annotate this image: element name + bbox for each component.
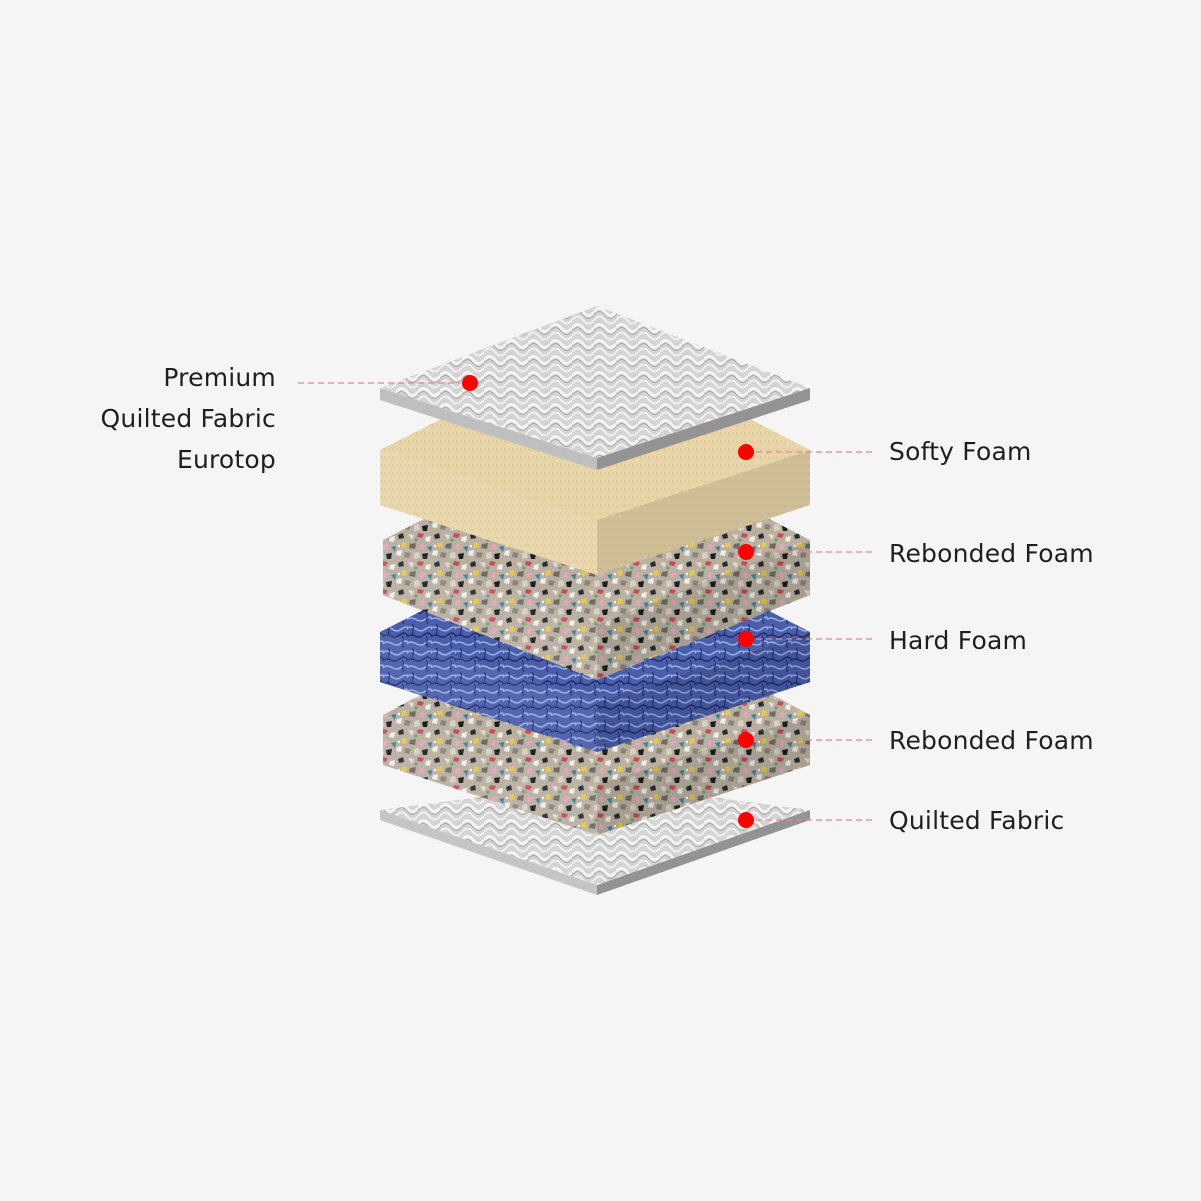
slab-left-face [380,450,597,575]
label-premium-quilted-fabric-eurotop: Premium Quilted Fabric Eurotop [101,357,276,480]
slab-left-face [383,540,597,680]
slab-right-face [597,810,810,895]
leader-lines [298,375,875,828]
label-quilted-fabric: Quilted Fabric [889,806,1065,835]
marker-dot-premium-quilted-fabric-eurotop [462,375,478,391]
slab-left-shade [380,450,597,575]
slab-right-shade [597,632,810,752]
slab-left-shade [383,715,597,835]
slab-premium-quilted-fabric-eurotop [380,306,810,470]
slab-left-face [380,388,597,470]
label-rebonded-foam-lower: Rebonded Foam [889,726,1094,755]
slab-right-shade [597,450,810,575]
slab-right-shade [597,540,810,680]
slab-right-shade [597,715,810,835]
layer-slabs [380,306,810,895]
marker-dot-hard-foam [738,631,754,647]
marker-dot-rebonded-foam-upper [738,544,754,560]
slab-left-shade [380,632,597,752]
label-line-3: Eurotop [176,445,276,474]
label-hard-foam: Hard Foam [889,626,1028,655]
label-softy-foam: Softy Foam [889,437,1032,466]
slab-left-face [380,810,597,895]
label-line-1: Premium [163,363,276,392]
slab-left-shade [380,388,597,470]
slab-hard-foam [380,522,810,752]
slab-right-face [597,540,810,680]
slab-right-face [597,450,810,575]
marker-dot-quilted-fabric [738,812,754,828]
slab-left-face [380,632,597,752]
slab-left-shade [380,810,597,895]
label-rebonded-foam-upper: Rebonded Foam [889,539,1094,568]
slab-right-shade [597,388,810,470]
label-line-2: Quilted Fabric [100,404,276,433]
slab-top-face [380,306,810,458]
slab-left-shade [383,540,597,680]
slab-right-face [597,388,810,470]
slab-left-face [383,715,597,835]
marker-dot-softy-foam [738,444,754,460]
slab-right-shade [597,810,810,895]
slab-right-face [597,715,810,835]
marker-dot-rebonded-foam-lower [738,732,754,748]
slab-right-face [597,632,810,752]
